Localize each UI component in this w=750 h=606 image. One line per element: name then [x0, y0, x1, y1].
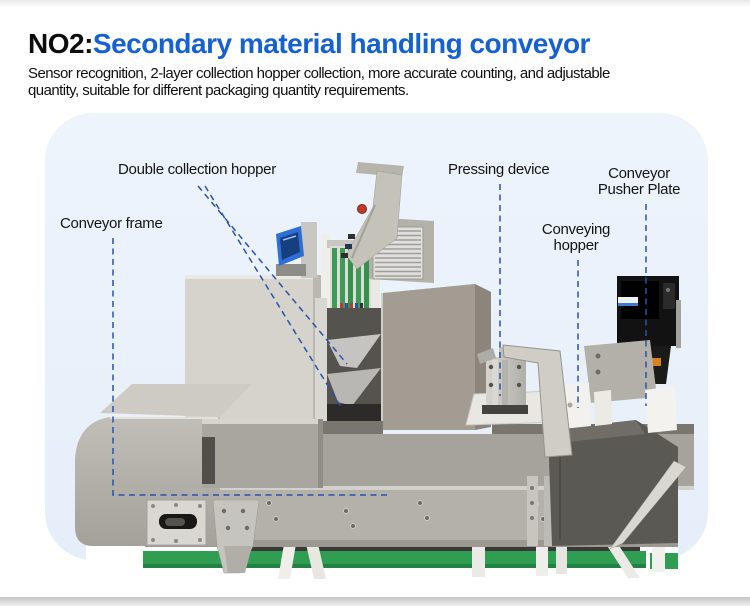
inspection-plate — [146, 499, 207, 546]
green-belts — [332, 248, 369, 312]
sensor-markers — [340, 303, 363, 309]
hanger-strap — [527, 476, 538, 546]
orange-fitting — [652, 358, 661, 366]
arch-bracket — [502, 344, 573, 458]
display-screen — [276, 222, 317, 278]
line-double-collection-hopper-2 — [204, 185, 342, 408]
hanger-strap — [544, 476, 552, 546]
callout-lines — [112, 184, 647, 496]
floor-and-legs — [143, 542, 678, 579]
callout-pressing-device: Pressing device — [448, 161, 550, 178]
callout-conveyor-pusher-plate: Conveyor Pusher Plate — [597, 165, 681, 198]
section-description: Sensor recognition, 2-layer collection h… — [28, 65, 610, 99]
support-column — [341, 162, 404, 270]
lower-funnel — [327, 368, 381, 406]
diagonal-brace — [609, 460, 687, 550]
callout-conveyor-frame: Conveyor frame — [60, 215, 163, 232]
callout-conveying-hopper: Conveying hopper — [541, 221, 611, 254]
hanging-bracket — [212, 499, 260, 574]
mid-deck — [202, 419, 323, 488]
section-number: NO2: — [28, 28, 93, 59]
page-title: NO2:Secondary material handling conveyor — [28, 28, 636, 60]
callout-double-collection-hopper: Double collection hopper — [118, 161, 276, 178]
upper-funnel — [327, 334, 381, 368]
pressing-device-assembly — [465, 344, 573, 458]
bottom-divider-strip — [0, 597, 750, 606]
top-divider-strip — [0, 0, 750, 7]
discharge-chute — [548, 420, 687, 550]
conveying-hopper-plates — [560, 383, 677, 433]
mount-bracket — [584, 340, 657, 403]
line-conveyor-frame — [112, 238, 388, 496]
red-knob — [357, 204, 367, 214]
section-header: NO2:Secondary material handling conveyor… — [28, 28, 636, 99]
line-double-collection-hopper-1 — [197, 185, 348, 365]
title-text: Secondary material handling conveyor — [92, 28, 591, 59]
pusher-plate-assembly — [584, 276, 681, 403]
